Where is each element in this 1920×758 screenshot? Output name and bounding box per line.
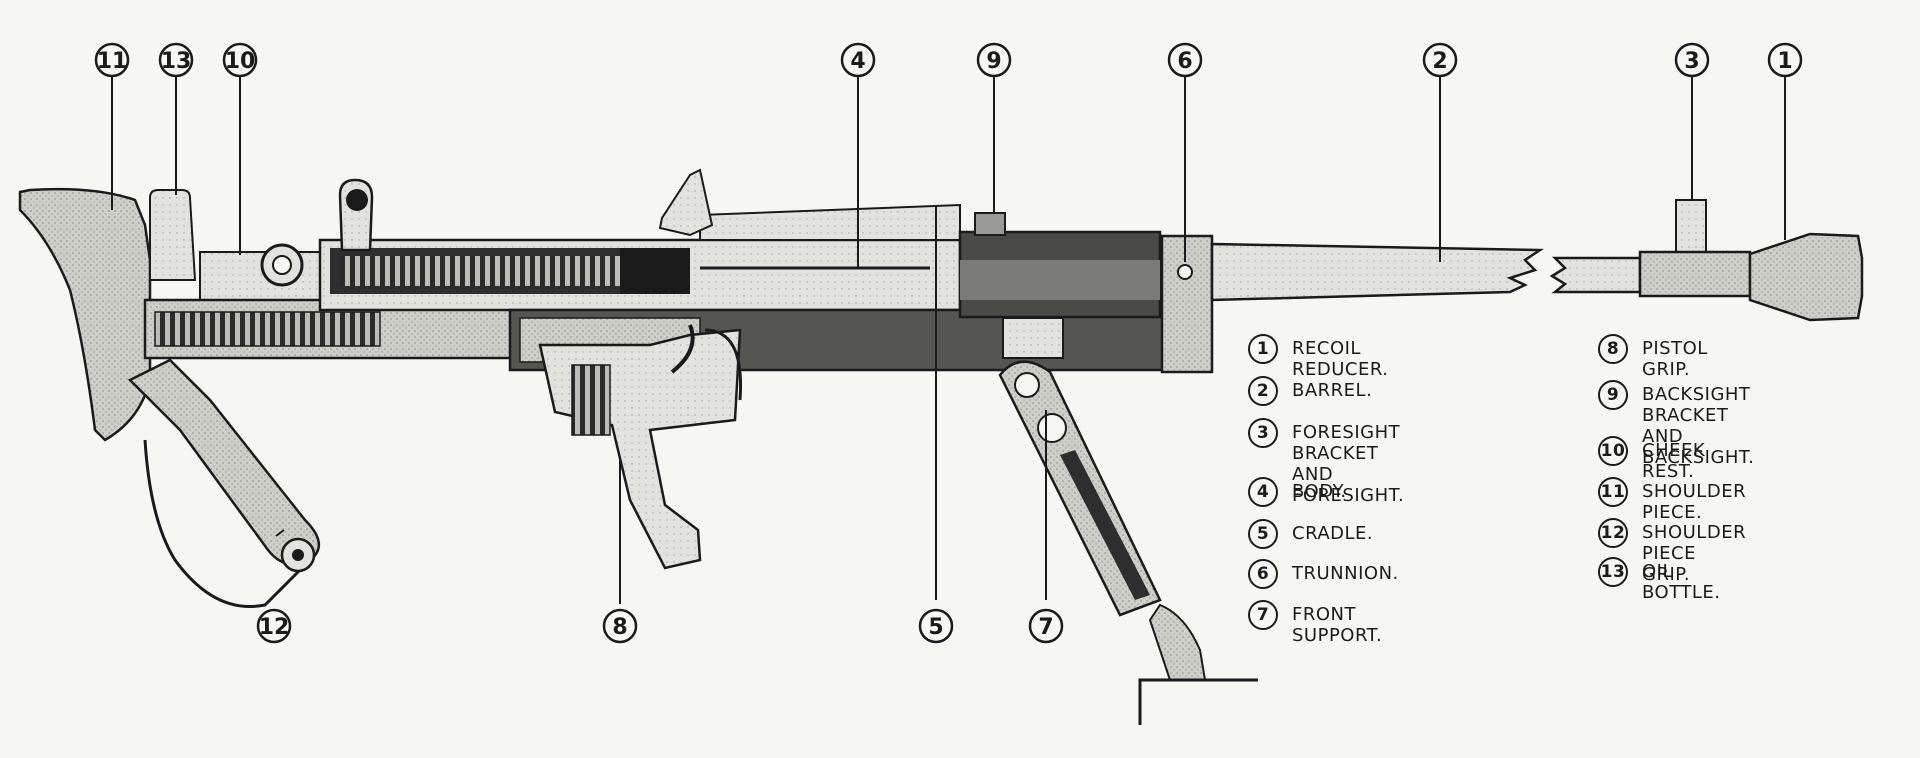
- legend-item-8: 8 PISTOL GRIP.: [1598, 334, 1708, 380]
- callout-11-label: 11: [97, 49, 128, 74]
- legend-label: TRUNNION.: [1292, 563, 1399, 584]
- legend-item-13: 13 OIL BOTTLE.: [1598, 557, 1721, 603]
- callout-3-label: 3: [1684, 49, 1699, 74]
- legend-item-5: 5 CRADLE.: [1248, 519, 1373, 549]
- legend-item-10: 10 CHEEK REST.: [1598, 436, 1705, 482]
- callout-2: 2: [1422, 42, 1458, 78]
- callout-6: 6: [1167, 42, 1203, 78]
- callout-7: 7: [1028, 608, 1064, 644]
- callout-8-label: 8: [612, 615, 627, 640]
- callout-5: 5: [918, 608, 954, 644]
- foresight-bracket-shape: [1675, 199, 1707, 259]
- legend-num: 5: [1248, 519, 1278, 549]
- callout-4-label: 4: [850, 49, 865, 74]
- callout-5-label: 5: [928, 615, 943, 640]
- callout-6-label: 6: [1177, 49, 1192, 74]
- recoil-reducer-shape: [1748, 232, 1864, 322]
- legend-num: 9: [1598, 380, 1628, 410]
- legend-num: 1: [1248, 334, 1278, 364]
- legend-item-9: 9 BACKSIGHT BRACKET AND BACKSIGHT.: [1598, 380, 1755, 468]
- legend-num: 13: [1598, 557, 1628, 587]
- legend-num: 6: [1248, 559, 1278, 589]
- callout-7-label: 7: [1038, 615, 1053, 640]
- legend-label: SHOULDER PIECE GRIP.: [1642, 522, 1747, 585]
- legend-label: BARREL.: [1292, 380, 1373, 401]
- trunnion-shape: [1160, 234, 1214, 374]
- shoulder-piece-shape: [18, 187, 152, 442]
- callout-10: 10: [222, 42, 258, 78]
- legend-label: CHEEK REST.: [1642, 440, 1706, 482]
- callout-10-label: 10: [225, 49, 256, 74]
- oil-bottle-shape: [149, 189, 197, 281]
- backsight-bracket-shape: [974, 212, 1006, 236]
- legend-item-12: 12 SHOULDER PIECE GRIP.: [1598, 518, 1746, 585]
- callout-9: 9: [976, 42, 1012, 78]
- legend-num: 2: [1248, 376, 1278, 406]
- callout-12: 12: [256, 608, 292, 644]
- callout-1-label: 1: [1777, 49, 1792, 74]
- legend-num: 11: [1598, 477, 1628, 507]
- legend-label: CRADLE.: [1292, 523, 1374, 544]
- callout-1: 1: [1767, 42, 1803, 78]
- legend-label: RECOIL REDUCER.: [1292, 338, 1389, 380]
- legend-item-6: 6 TRUNNION.: [1248, 559, 1399, 589]
- callout-11: 11: [94, 42, 130, 78]
- shoulder-piece-grip-shape: [127, 358, 320, 566]
- callout-12-label: 12: [259, 615, 290, 640]
- callout-13-label: 13: [161, 49, 192, 74]
- callout-2-label: 2: [1432, 49, 1447, 74]
- barrel-shape: [1210, 242, 1545, 302]
- legend-label: OIL BOTTLE.: [1642, 561, 1721, 603]
- legend-label: BACKSIGHT BRACKET AND BACKSIGHT.: [1642, 384, 1755, 468]
- legend-item-3: 3 FORESIGHT BRACKET AND FORESIGHT.: [1248, 418, 1404, 506]
- legend-item-2: 2 BARREL.: [1248, 376, 1372, 406]
- legend-item-1: 1 RECOIL REDUCER.: [1248, 334, 1388, 380]
- pistol-grip-shape: [538, 328, 742, 570]
- legend-item-4: 4 BODY.: [1248, 477, 1347, 507]
- legend-num: 8: [1598, 334, 1628, 364]
- legend-num: 7: [1248, 600, 1278, 630]
- callout-8: 8: [602, 608, 638, 644]
- callout-3: 3: [1674, 42, 1710, 78]
- legend-label: PISTOL GRIP.: [1642, 338, 1708, 380]
- legend-item-7: 7 FRONT SUPPORT.: [1248, 600, 1382, 646]
- legend-label: FRONT SUPPORT.: [1292, 604, 1383, 646]
- legend-label: FORESIGHT BRACKET AND FORESIGHT.: [1292, 422, 1405, 506]
- legend-num: 12: [1598, 518, 1628, 548]
- legend-label: BODY.: [1292, 481, 1347, 502]
- legend-num: 3: [1248, 418, 1278, 448]
- callout-9-label: 9: [986, 49, 1001, 74]
- legend-item-11: 11 SHOULDER PIECE.: [1598, 477, 1746, 523]
- legend-num: 10: [1598, 436, 1628, 466]
- legend-num: 4: [1248, 477, 1278, 507]
- callout-4: 4: [840, 42, 876, 78]
- callout-13: 13: [158, 42, 194, 78]
- legend-label: SHOULDER PIECE.: [1642, 481, 1747, 523]
